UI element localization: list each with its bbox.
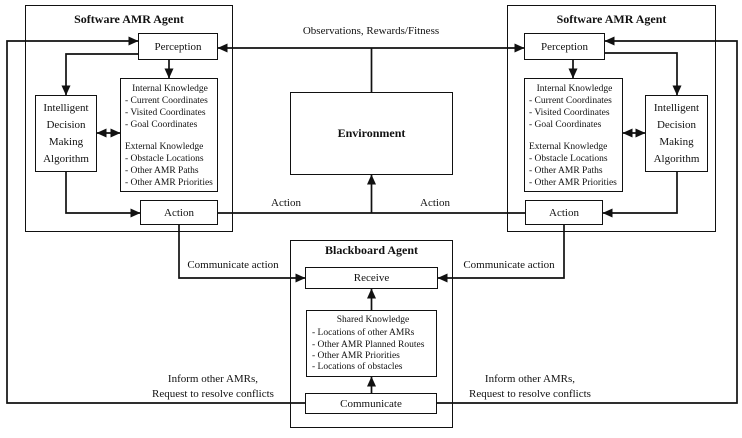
left-action-box: Action [140,200,218,225]
idma-line: Intelligent [653,101,700,114]
right-knowledge-box: Internal Knowledge - Current Coordinates… [524,78,623,192]
idma-line: Algorithm [43,152,89,165]
right-perception-label: Perception [540,40,589,53]
left-perception-label: Perception [154,40,202,53]
inform-label-left-line1: Inform other AMRs, [167,373,259,385]
knowledge-item: - Other AMR Priorities [529,178,617,188]
inform-label-right-line1: Inform other AMRs, [484,373,576,385]
inform-label-left-line2: Request to resolve conflicts [152,387,274,400]
knowledge-item: - Goal Coordinates [529,120,602,130]
right-idma-box: Intelligent Decision Making Algorithm [645,95,708,172]
left-action-label: Action [164,206,194,219]
idma-line: Decision [656,118,697,131]
idma-line: Decision [46,118,86,131]
idma-line: Making [48,135,84,148]
environment-box: Environment [290,92,453,175]
inform-label-right: Inform other AMRs, Request to resolve co… [430,372,630,401]
knowledge-item: - Other AMR Priorities [125,178,213,188]
knowledge-item: - Goal Coordinates [125,120,198,130]
shared-knowledge-title: Shared Knowledge [336,315,410,325]
shared-knowledge-item: - Other AMR Priorities [312,350,400,361]
right-perception-box: Perception [524,33,605,60]
knowledge-item: - Current Coordinates [529,96,612,106]
communicate-action-label-left: Communicate action [187,259,279,271]
knowledge-item: - Other AMR Paths [529,166,603,176]
right-action-box: Action [525,200,603,225]
left-external-knowledge-title: External Knowledge [125,142,204,152]
receive-label: Receive [353,272,390,284]
left-idma-box: Intelligent Decision Making Algorithm [35,95,97,172]
shared-knowledge-item: - Locations of obstacles [312,362,403,373]
action-edge-label-right: Action [420,197,450,209]
right-action-label: Action [549,206,579,219]
right-agent-title: Software AMR Agent [556,12,667,26]
knowledge-gap [529,131,620,141]
observations-rewards-label: Observations, Rewards/Fitness [302,25,440,37]
left-internal-knowledge-title: Internal Knowledge [132,84,208,94]
idma-line: Intelligent [43,101,89,114]
inform-label-left: Inform other AMRs, Request to resolve co… [113,372,313,401]
shared-knowledge-item: - Other AMR Planned Routes [312,339,425,350]
idma-line: Algorithm [653,152,700,165]
left-agent-title: Software AMR Agent [74,12,184,26]
blackboard-agent-title: Blackboard Agent [324,243,418,257]
communicate-action-label-right: Communicate action [463,259,555,271]
knowledge-item: - Current Coordinates [125,96,208,106]
idma-line: Making [659,135,694,148]
shared-knowledge-box: Shared Knowledge - Locations of other AM… [306,310,437,377]
shared-knowledge-item: - Locations of other AMRs [312,328,415,339]
knowledge-item: - Visited Coordinates [529,108,610,118]
knowledge-item: - Other AMR Paths [125,166,199,176]
right-internal-knowledge-title: Internal Knowledge [536,84,613,94]
knowledge-item: - Obstacle Locations [125,154,204,164]
receive-box: Receive [305,267,438,289]
right-external-knowledge-title: External Knowledge [529,142,608,152]
knowledge-item: - Obstacle Locations [529,154,608,164]
communicate-label: Communicate [340,397,402,410]
knowledge-item: - Visited Coordinates [125,108,206,118]
left-knowledge-box: Internal Knowledge - Current Coordinates… [120,78,218,192]
knowledge-gap [125,131,215,141]
left-perception-box: Perception [138,33,218,60]
environment-label: Environment [337,126,406,140]
inform-label-right-line2: Request to resolve conflicts [469,387,591,400]
communicate-box: Communicate [305,393,437,414]
action-edge-label-left: Action [271,197,301,209]
